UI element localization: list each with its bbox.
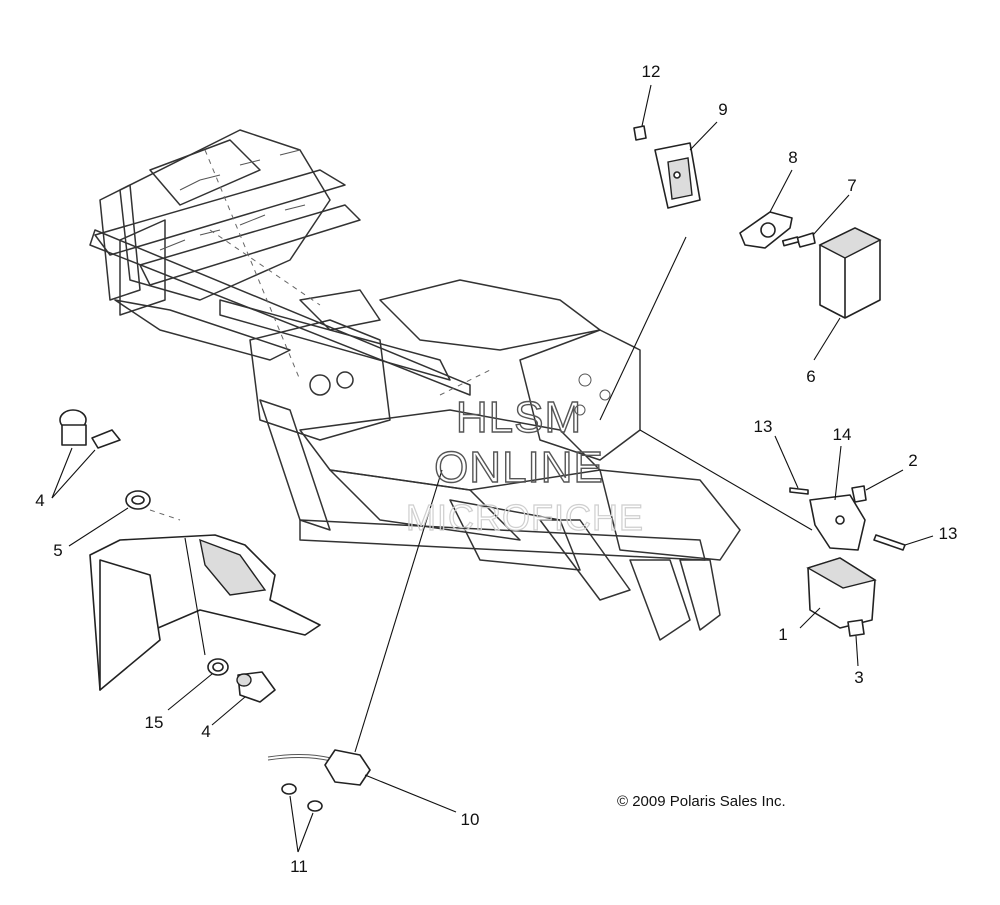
watermark: MICROFICHE HLSM ONLINE bbox=[405, 392, 644, 538]
bracket-part-9 bbox=[654, 142, 701, 209]
watermark-line-1: HLSM bbox=[456, 393, 582, 442]
nut-part-3 bbox=[847, 619, 865, 637]
watermark-line-2: ONLINE bbox=[434, 443, 604, 492]
clip-part-12 bbox=[633, 125, 647, 141]
screw-part-7 bbox=[781, 232, 816, 248]
callout-2: 2 bbox=[908, 451, 917, 470]
grommet-part-5 bbox=[125, 490, 151, 510]
switch-part-4-lower bbox=[236, 671, 276, 703]
callout-1: 1 bbox=[778, 625, 787, 644]
callout-13-upper: 13 bbox=[754, 417, 773, 436]
callout-labels: 12 9 8 7 6 13 14 2 13 1 3 4 5 15 4 10 11 bbox=[35, 62, 957, 876]
watermark-line-3: MICROFICHE bbox=[406, 497, 644, 538]
callout-13-lower: 13 bbox=[939, 524, 958, 543]
callout-11: 11 bbox=[290, 857, 308, 876]
callout-6: 6 bbox=[806, 367, 815, 386]
screws-part-11 bbox=[281, 783, 323, 812]
washer-part-15 bbox=[207, 658, 229, 676]
callout-10: 10 bbox=[461, 810, 480, 829]
bolt-part-2 bbox=[851, 485, 867, 503]
callout-5: 5 bbox=[53, 541, 62, 560]
bracket-part-14 bbox=[809, 494, 866, 551]
module-part-6 bbox=[818, 227, 882, 319]
copyright-notice: © 2009 Polaris Sales Inc. bbox=[617, 793, 786, 810]
callout-4-upper: 4 bbox=[35, 491, 44, 510]
callout-12: 12 bbox=[642, 62, 661, 81]
callout-8: 8 bbox=[788, 148, 797, 167]
callout-9: 9 bbox=[718, 100, 727, 119]
ignition-switch-part-4-upper bbox=[59, 409, 121, 449]
bolt-part-13-upper bbox=[789, 487, 809, 495]
relay-part-1 bbox=[806, 557, 877, 629]
leader-lines bbox=[51, 84, 934, 853]
callout-7: 7 bbox=[847, 176, 856, 195]
callout-15: 15 bbox=[145, 713, 164, 732]
callout-3: 3 bbox=[854, 668, 863, 687]
callout-4-lower: 4 bbox=[201, 722, 210, 741]
headlight-housing bbox=[89, 534, 321, 691]
connector-part-10 bbox=[267, 749, 371, 786]
bolt-part-13-lower bbox=[873, 534, 906, 551]
callout-14: 14 bbox=[833, 425, 852, 444]
